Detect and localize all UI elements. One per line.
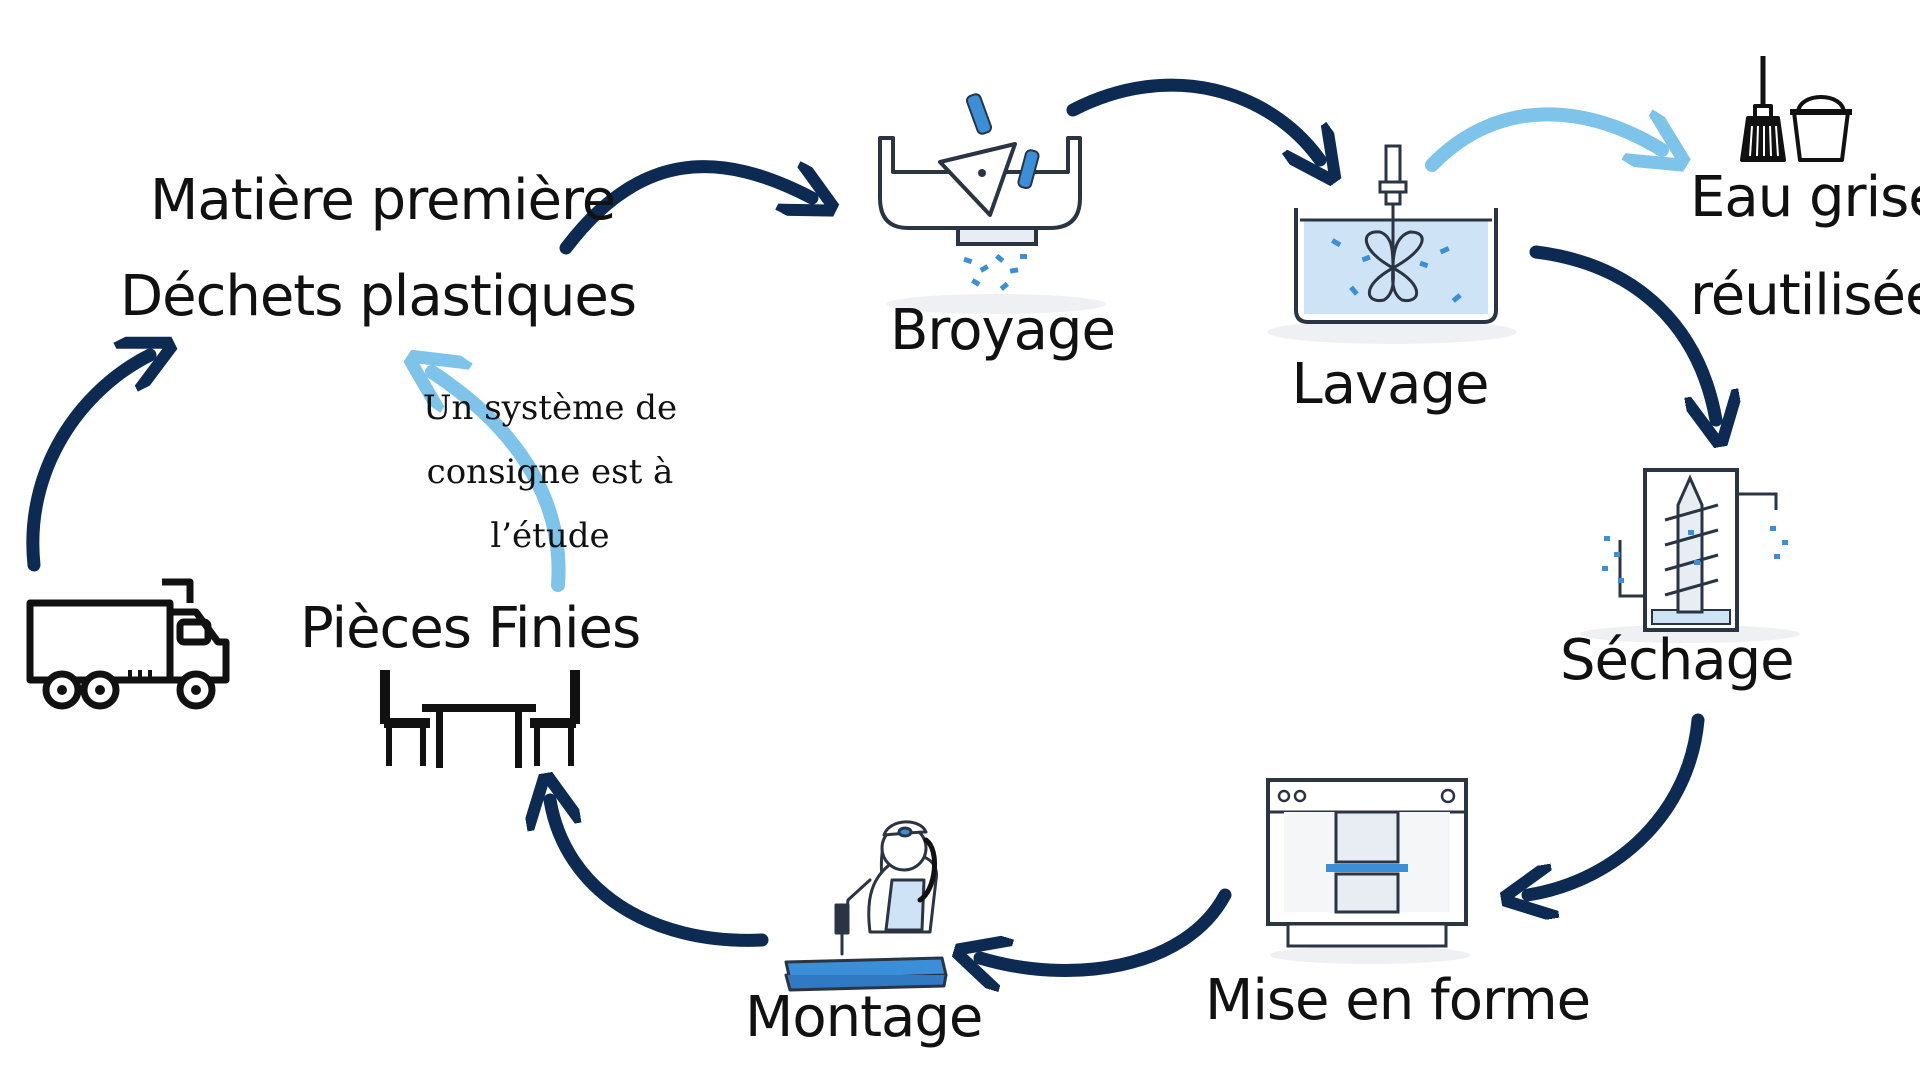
lavage-label: Lavage [1291, 352, 1490, 417]
broom-bucket-icon [1740, 56, 1852, 162]
consigne-note-line1: Un système de [422, 388, 678, 428]
table-chairs-icon [380, 670, 580, 768]
sechage-label: Séchage [1560, 628, 1795, 693]
arrow-pieces-finies-to-matiere [432, 372, 566, 592]
arrow-lavage-to-eau-grise [1425, 107, 1662, 165]
matiere-premiere-label: Matière première [150, 168, 616, 233]
consigne-note-line3: l’étude [490, 516, 610, 556]
consigne-note-line2: consigne est à [426, 452, 674, 492]
worker-drill-icon [784, 820, 948, 992]
eau-grise-label: Eau grise [1690, 165, 1920, 230]
press-machine-icon [1266, 778, 1470, 964]
dryer-icon [1580, 468, 1800, 643]
arrow-broyage-to-lavage [1066, 78, 1320, 160]
mise-en-forme-label: Mise en forme [1205, 968, 1591, 1033]
arrow-matiere-to-broyage [559, 160, 812, 255]
broyage-label: Broyage [890, 298, 1116, 363]
washing-tank-icon [1267, 144, 1517, 344]
pieces-finies-label: Pièces Finies [300, 596, 641, 661]
dump-truck-icon [26, 578, 230, 710]
montage-label: Montage [745, 985, 983, 1050]
arrow-sechage-to-mise-en-forme [1528, 713, 1705, 895]
arrow-lavage-to-sechage [1529, 245, 1716, 420]
arrow-montage-to-pieces-finies [550, 800, 769, 947]
shredder-icon [878, 93, 1106, 314]
arrow-mise-en-forme-to-montage [980, 888, 1232, 970]
arrow-camion-to-matiere [26, 355, 150, 572]
dechets-plastiques-label: Déchets plastiques [120, 264, 637, 329]
reutilisee-label: réutilisée [1690, 263, 1920, 328]
